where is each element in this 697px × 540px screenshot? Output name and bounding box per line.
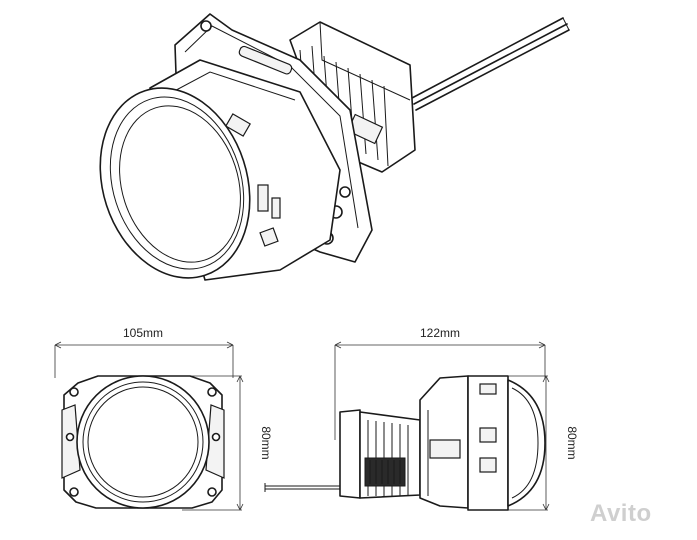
side-driver-block bbox=[364, 457, 406, 487]
front-screw-ml bbox=[65, 432, 75, 442]
side-heatsink bbox=[339, 409, 421, 499]
front-width-label: 105mm bbox=[123, 326, 163, 340]
side-height-label: 80mm bbox=[565, 426, 579, 459]
front-lens-inner bbox=[82, 381, 204, 503]
isometric-view: WZGS bbox=[99, 13, 570, 281]
front-left-ear bbox=[61, 404, 81, 479]
side-barrel-slot-top bbox=[479, 383, 497, 395]
front-height-dimension: 80mm bbox=[182, 375, 273, 511]
front-screw-tl bbox=[69, 387, 79, 397]
side-bracket bbox=[419, 375, 469, 509]
side-barrel-slot-low bbox=[479, 457, 497, 473]
front-screw-bl bbox=[69, 487, 79, 497]
front-view: 105mm 80mm bbox=[54, 326, 273, 511]
avito-watermark: Avito bbox=[590, 500, 652, 527]
side-length-label: 122mm bbox=[420, 326, 460, 340]
side-wires bbox=[264, 483, 340, 492]
lens-face bbox=[99, 87, 251, 279]
front-width-dimension: 105mm bbox=[54, 326, 234, 378]
side-lens-dome bbox=[507, 379, 546, 507]
side-barrel bbox=[467, 375, 509, 511]
front-height-label: 80mm bbox=[259, 426, 273, 459]
front-screw-br bbox=[207, 487, 217, 497]
side-view: 122mm 80mm bbox=[264, 326, 579, 511]
side-bracket-tab bbox=[429, 439, 461, 459]
front-right-ear bbox=[205, 404, 225, 479]
wire-bundle bbox=[411, 17, 570, 111]
side-barrel-body bbox=[467, 375, 509, 511]
front-lens-outer bbox=[76, 375, 210, 509]
side-barrel-slot-mid bbox=[479, 427, 497, 443]
side-length-dimension: 122mm bbox=[334, 326, 546, 440]
front-screw-tr bbox=[207, 387, 217, 397]
front-screw-mr bbox=[211, 432, 221, 442]
front-lens-glass bbox=[87, 386, 199, 498]
